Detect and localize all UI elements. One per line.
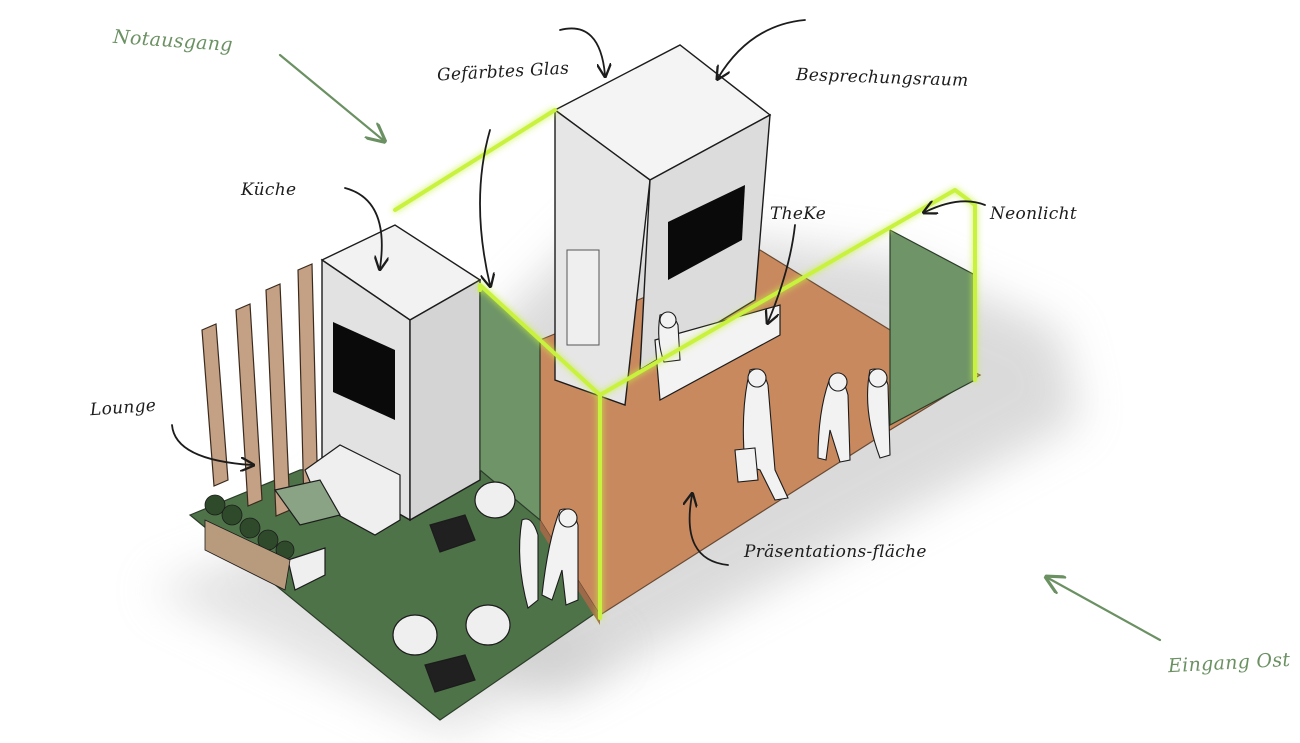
label-theke: TheKe <box>770 204 827 224</box>
annotation-arrows <box>171 19 986 566</box>
wooden-slats <box>201 263 319 517</box>
entrance-arrows <box>278 53 1162 642</box>
arrow-neonlicht <box>925 200 986 212</box>
arrow-notausgang <box>278 53 383 140</box>
label-praesentationsflaeche: Präsentations-fläche <box>744 542 927 562</box>
arrow-theke <box>768 224 796 322</box>
plants <box>204 494 295 591</box>
arrow-eingang-ost <box>1048 578 1162 642</box>
arrow-glas-down <box>479 129 490 285</box>
kitchen-block <box>320 224 482 522</box>
lounge-furniture <box>273 444 516 693</box>
visitor-figures <box>519 311 891 609</box>
arrow-kueche <box>344 187 382 268</box>
arrow-besprechungsraum <box>718 19 806 78</box>
arrow-lounge <box>171 424 252 465</box>
label-kueche: Küche <box>241 180 297 200</box>
neon-frame <box>393 108 977 620</box>
green-wall-right <box>889 229 976 426</box>
kitchen-screen <box>333 322 395 420</box>
meeting-screen <box>668 185 745 280</box>
meeting-door <box>566 249 600 346</box>
arrow-praesentation <box>690 495 729 566</box>
label-neonlicht: Neonlicht <box>990 204 1077 224</box>
arrow-gefaerbtes-glas <box>559 27 605 75</box>
